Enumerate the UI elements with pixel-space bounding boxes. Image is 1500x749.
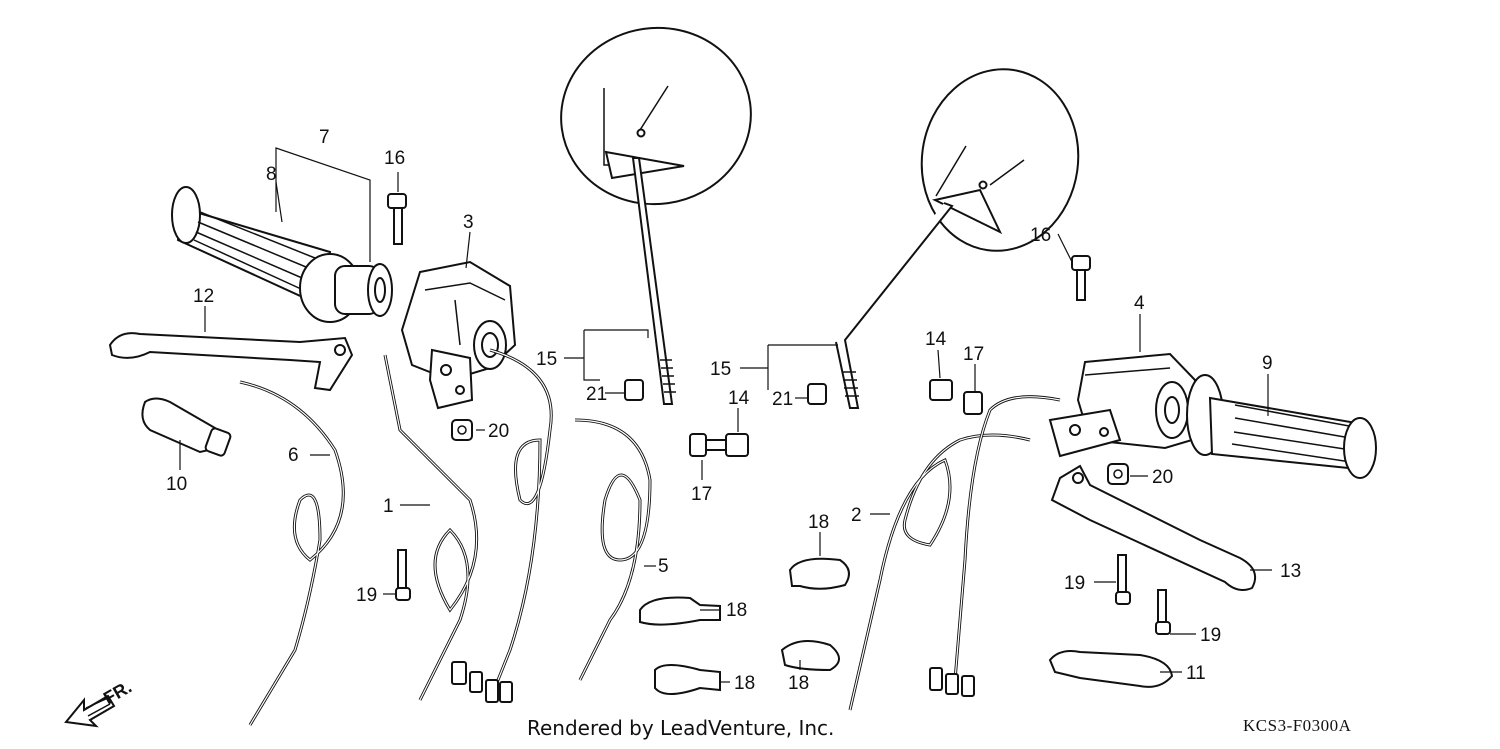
callout-1: 1 [383, 496, 394, 517]
mirror-left[interactable] [550, 16, 763, 405]
callout-16: 16 [384, 148, 405, 169]
callout-19: 19 [356, 585, 377, 606]
callout-21: 21 [772, 389, 793, 410]
callout-2: 2 [851, 505, 862, 526]
left-lever[interactable] [108, 332, 354, 392]
callout-10: 10 [166, 474, 187, 495]
screw-19-left[interactable] [395, 549, 411, 601]
switch-harness-left[interactable] [488, 348, 553, 701]
cable-strap[interactable] [639, 557, 850, 695]
adjuster-14-17-left[interactable] [689, 433, 749, 457]
callout-15: 15 [710, 359, 731, 380]
leader-lines [179, 147, 1272, 683]
callouts: 7 8 16 3 12 10 6 1 20 19 15 21 14 17 5 1… [166, 127, 1301, 694]
callout-5: 5 [658, 556, 669, 577]
nut-21-right[interactable] [807, 383, 827, 405]
callout-20: 20 [1152, 467, 1173, 488]
callout-7: 7 [319, 127, 330, 148]
right-lever[interactable] [1050, 464, 1256, 591]
callout-18: 18 [734, 673, 755, 694]
diagram-code: KCS3-F0300A [1243, 716, 1352, 735]
switch-harness-right[interactable] [953, 395, 1061, 681]
callout-18: 18 [808, 512, 829, 533]
clutch-cable[interactable] [239, 380, 345, 726]
callout-19: 19 [1200, 625, 1221, 646]
bolt-16-right[interactable] [1071, 255, 1091, 301]
nut-20-left[interactable] [451, 419, 473, 441]
callout-14: 14 [925, 329, 947, 350]
mirror-right[interactable] [835, 59, 1090, 409]
callout-18: 18 [726, 600, 747, 621]
left-switch-housing[interactable] [400, 260, 517, 410]
callout-4: 4 [1134, 293, 1145, 314]
left-grip[interactable] [171, 186, 393, 323]
throttle-cable-1[interactable] [383, 354, 479, 701]
screw-19-right-1[interactable] [1115, 554, 1131, 605]
render-credit: Rendered by LeadVenture, Inc. [527, 716, 835, 740]
connector-blocks [451, 661, 975, 703]
right-grip[interactable] [1186, 374, 1377, 479]
callout-3: 3 [463, 212, 474, 233]
switch-wire-5[interactable] [574, 418, 652, 681]
left-lever-cover[interactable] [141, 397, 232, 457]
nut-20-right[interactable] [1107, 463, 1129, 485]
callout-16: 16 [1030, 225, 1051, 246]
adjuster-14-17-right[interactable] [929, 379, 983, 415]
callout-17: 17 [963, 344, 984, 365]
throttle-cable-2[interactable] [848, 433, 1031, 711]
bolt-16-left[interactable] [387, 193, 407, 245]
callout-19: 19 [1064, 573, 1085, 594]
callout-11: 11 [1186, 663, 1206, 684]
callout-6: 6 [288, 445, 299, 466]
callout-12: 12 [193, 286, 214, 307]
callout-18: 18 [788, 673, 809, 694]
callout-8: 8 [266, 164, 277, 185]
front-direction-arrow-icon: FR. [64, 677, 135, 728]
callout-15: 15 [536, 349, 557, 370]
callout-20: 20 [488, 421, 509, 442]
callout-13: 13 [1280, 561, 1301, 582]
callout-9: 9 [1262, 353, 1273, 374]
callout-17: 17 [691, 484, 712, 505]
right-lever-cover[interactable] [1048, 650, 1174, 688]
nut-21-left[interactable] [624, 379, 644, 401]
right-switch-housing[interactable] [1048, 352, 1197, 458]
callout-21: 21 [586, 384, 607, 405]
screw-19-right-2[interactable] [1155, 589, 1171, 635]
callout-14: 14 [728, 388, 750, 409]
